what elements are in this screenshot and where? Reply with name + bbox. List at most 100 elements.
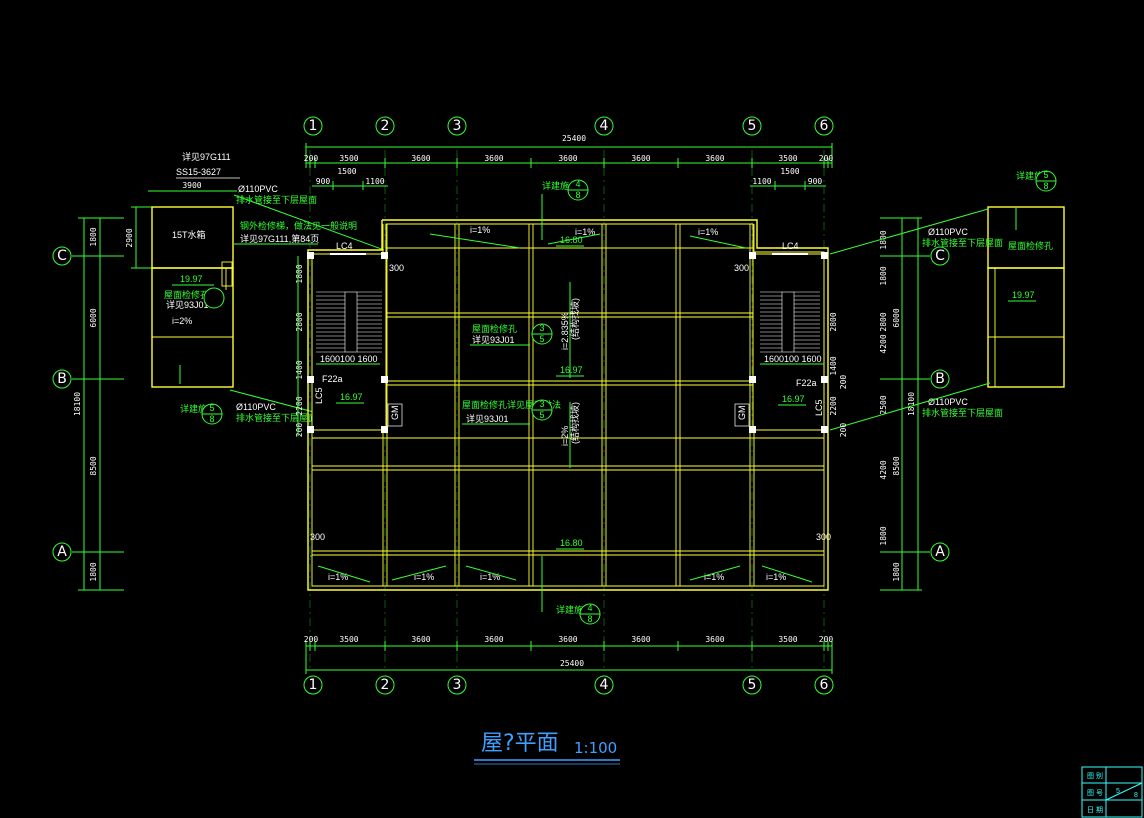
right-inner-4200b: 4200 — [879, 460, 888, 479]
right-dimensions: 1800 1800 2800 4200 2500 4200 1800 6000 … — [879, 217, 922, 591]
column-bubble-4-top: 4 — [594, 116, 614, 136]
ladder-ref: 详见97G111,第84页 — [240, 233, 319, 244]
left-dim-8500: 8500 — [89, 456, 98, 475]
detail-center2-num: 3 — [539, 399, 544, 409]
left-inner-2200: 2200 — [295, 396, 304, 415]
lc4-left: LC4 — [336, 241, 353, 251]
left-dimensions: 1800 6000 8500 1800 18100 2900 — [73, 206, 152, 591]
left-slope-2pct: i=2% — [172, 316, 192, 326]
pipe-bottom-right: Ø110PVC — [928, 397, 968, 407]
span-dim: 200 — [819, 154, 834, 163]
tb-row2: 图 号 — [1087, 789, 1103, 797]
left-dim-1800-top: 1800 — [89, 227, 98, 246]
detail-bottom-den: 8 — [587, 614, 592, 624]
right-roof-hatch-label: 屋面检修孔 — [1008, 240, 1053, 251]
left-water-tank: 3900 详见97G111 SS15-3627 15T水箱 19.97 屋面检修… — [148, 151, 240, 388]
slope-2pct-center: i=2% — [560, 426, 570, 446]
roof-center-1: 屋面检修孔 — [472, 323, 517, 334]
column-label: 6 — [820, 677, 829, 693]
column-bubble-4-bottom: 4 — [594, 675, 614, 695]
corner-300-br: 300 — [816, 532, 831, 542]
column-markers — [307, 252, 828, 433]
span-dim: 3500 — [778, 635, 797, 644]
row-label: A — [935, 544, 945, 560]
right-stair-200b: 200 — [839, 423, 848, 438]
detail-center-num: 3 — [539, 323, 544, 333]
detail-right-den: 8 — [1043, 181, 1048, 191]
slope-bottom-1: i=1% — [328, 572, 348, 582]
tank-spec-top: 详见97G111 — [182, 151, 231, 162]
left-dim-1800-bottom: 1800 — [89, 562, 98, 581]
drawing-title: 屋?平面 — [481, 731, 559, 756]
span-dim: 200 — [304, 154, 319, 163]
span-dim: 3600 — [411, 635, 430, 644]
right-stair-2200: 2200 — [829, 396, 838, 415]
column-label: 5 — [748, 118, 757, 134]
elev-1680-top: 16.80 — [560, 235, 583, 245]
right-water-tank: 屋面检修孔 19.97 详建施 5 8 — [987, 170, 1065, 388]
drawing-title-block: 屋?平面 1:100 — [474, 731, 620, 765]
top-overall-dim: 25400 — [562, 134, 586, 143]
elev-1697-right: 16.97 — [782, 394, 805, 404]
corner-300-right: 300 — [734, 263, 749, 273]
left-inner-1800: 1800 — [295, 264, 304, 283]
detail-top-den: 8 — [575, 190, 580, 200]
span-dim: 3600 — [411, 154, 430, 163]
sheet-title-block: 图 别 图 号 日 期 5 8 — [1081, 766, 1143, 818]
span-dim: 200 — [304, 635, 319, 644]
right-overall-dim: 18100 — [907, 392, 916, 416]
span-dim: 200 — [819, 635, 834, 644]
elev-1697-left: 16.97 — [340, 392, 363, 402]
column-bubble-1-top: 1 — [303, 116, 323, 136]
left-stair: LC4 300 1600100 1600 F22a 16.97 LC5 GM 1… — [295, 241, 404, 437]
left-inner-2800: 2800 — [295, 312, 304, 331]
right-inner-1800: 1800 — [879, 266, 888, 285]
ladder-note: 钢外检修梯，做法见一般说明 — [240, 220, 357, 231]
slope-bottom-2: i=1% — [414, 572, 434, 582]
row-label: A — [57, 544, 67, 560]
detail-right-label: 详建施 — [1016, 170, 1043, 181]
roof-center-2: 屋面检修孔详见屋面做法 — [462, 399, 561, 410]
column-label: 2 — [381, 677, 390, 693]
span-dim: 3600 — [484, 154, 503, 163]
column-bubble-6-bottom: 6 — [814, 675, 834, 695]
tb-row3: 日 期 — [1087, 806, 1103, 814]
detail-right-num: 5 — [1043, 170, 1048, 180]
top-sub-right-1: 1100 — [752, 177, 771, 186]
left-overall-dim: 18100 — [73, 392, 82, 416]
column-label: 4 — [600, 118, 609, 134]
column-label: 1 — [309, 677, 318, 693]
drawing-scale: 1:100 — [574, 739, 617, 757]
detail-left-den: 8 — [209, 414, 214, 424]
main-roof — [307, 219, 829, 591]
gm-left: GM — [390, 406, 400, 421]
right-stair: LC4 300 1600100 1600 F22a 16.97 LC5 GM 2… — [734, 241, 848, 437]
column-bubble-3-bottom: 3 — [447, 675, 467, 695]
slope-bottom-4: i=1% — [704, 572, 724, 582]
column-label: 2 — [381, 118, 390, 134]
span-dim: 3600 — [558, 154, 577, 163]
column-label: 4 — [600, 677, 609, 693]
tb-sheet-total: 8 — [1134, 792, 1138, 799]
pipe-note-top-right: 排水管接至下层屋面 — [922, 237, 1003, 248]
left-pipe-notes: Ø110PVC 排水管接至下层屋面 钢外检修梯，做法见一般说明 详见97G111… — [180, 184, 387, 432]
column-bubble-6-top: 6 — [814, 116, 834, 136]
span-dim: 3600 — [558, 635, 577, 644]
gm-right: GM — [737, 406, 747, 421]
span-dim: 3600 — [631, 154, 650, 163]
corner-300-bl: 300 — [310, 532, 325, 542]
right-pipe-notes: Ø110PVC 排水管接至下层屋面 Ø110PVC 排水管接至下层屋面 — [829, 208, 1003, 431]
slope-top-1: i=1% — [470, 225, 490, 235]
column-label: 3 — [453, 118, 462, 134]
right-inner-4200: 4200 — [879, 334, 888, 353]
slope-top-3: i=1% — [698, 227, 718, 237]
top-sub-left-1: 900 — [316, 177, 331, 186]
column-bubble-5-top: 5 — [742, 116, 762, 136]
top-sub-left-2: 1500 — [337, 167, 356, 176]
elev-1680-bottom: 16.80 — [560, 538, 583, 548]
detail-center-den: 5 — [539, 334, 544, 344]
stair-right-dim: 1600100 1600 — [764, 354, 822, 364]
